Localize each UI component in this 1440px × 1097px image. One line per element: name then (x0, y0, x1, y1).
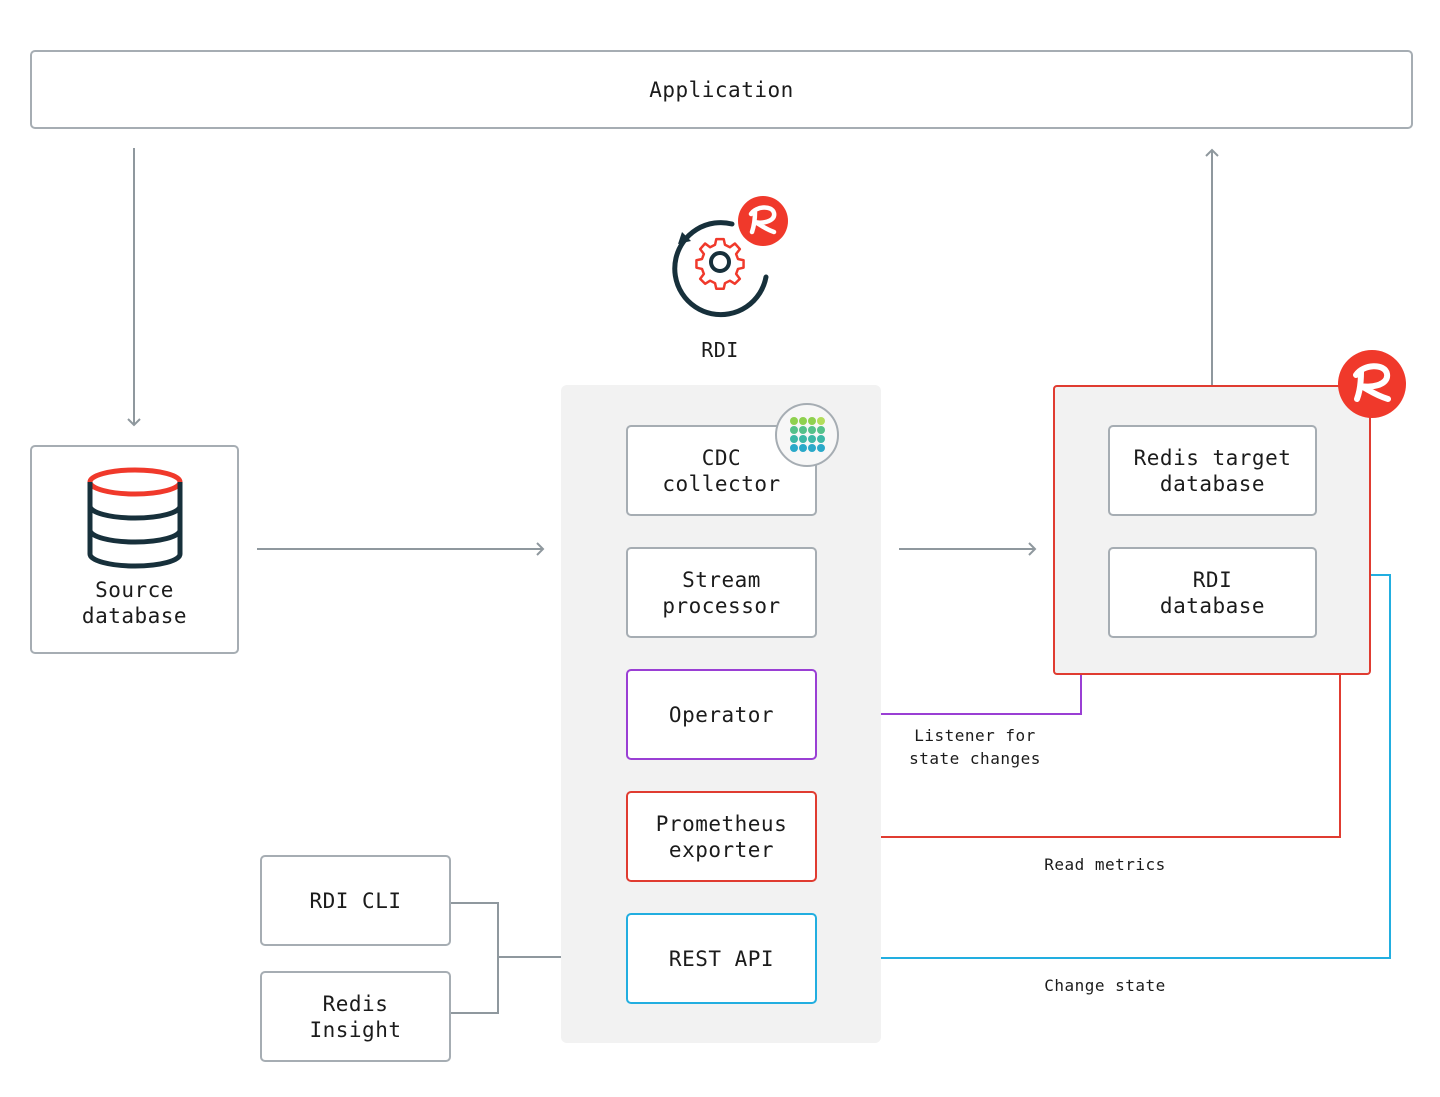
debezium-logo-icon (775, 403, 839, 467)
application-label: Application (649, 77, 794, 102)
change-state-label: Change state (1044, 976, 1166, 995)
rdi-database-box: RDI database (1108, 547, 1317, 638)
redis-target-database-box: Redis target database (1108, 425, 1317, 516)
read-metrics-label: Read metrics (1044, 855, 1166, 874)
rdi-cli-box: RDI CLI (260, 855, 451, 946)
rdi-database-label: RDI database (1159, 567, 1266, 618)
cdc-collector-label: CDC collector (662, 445, 781, 496)
rest-api-label: REST API (668, 946, 775, 971)
redis-logo-icon (1338, 350, 1406, 418)
rest-api-box: REST API (626, 913, 817, 1004)
redis-target-database-label: Redis target database (1133, 445, 1292, 496)
prometheus-exporter-label: Prometheus exporter (655, 811, 788, 862)
operator-box: Operator (626, 669, 817, 760)
wire-clients-to-rest (450, 902, 499, 1014)
stream-processor-label: Stream processor (662, 567, 781, 618)
listener-label: Listener for state changes (909, 726, 1041, 768)
rdi-label: RDI (701, 338, 739, 362)
redis-insight-label: Redis Insight (309, 991, 402, 1042)
prometheus-exporter-box: Prometheus exporter (626, 791, 817, 882)
rdi-cli-label: RDI CLI (309, 888, 402, 913)
application-box: Application (30, 50, 1413, 129)
stream-processor-box: Stream processor (626, 547, 817, 638)
redis-insight-box: Redis Insight (260, 971, 451, 1062)
gear-cycle-icon (672, 196, 788, 318)
source-database-box: Source database (30, 445, 239, 654)
database-icon (87, 467, 182, 569)
operator-label: Operator (668, 702, 775, 727)
source-database-label: Source database (81, 578, 188, 628)
